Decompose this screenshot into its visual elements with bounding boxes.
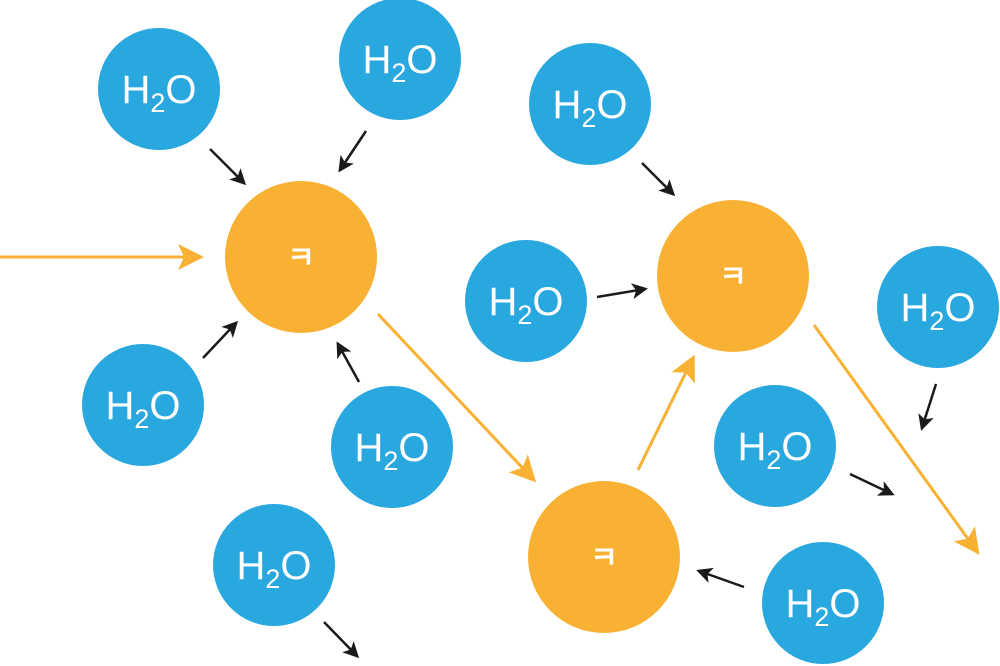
water-arrow: [696, 567, 745, 589]
ion: ㅋ: [528, 481, 680, 633]
water-molecule: H2O: [877, 246, 999, 368]
water-arrow: [338, 130, 368, 173]
water-arrow: [336, 341, 361, 383]
ion-path-arrow-2-to-3: [636, 354, 695, 471]
water-molecule: H2O: [529, 43, 651, 165]
water-motion-arrows: [202, 130, 938, 659]
ion-symbol: ㅋ: [287, 242, 315, 275]
water-formula: H2O: [552, 83, 627, 133]
water-molecule: H2O: [762, 542, 884, 664]
ion-circle: [657, 200, 809, 352]
water-circle: [82, 344, 204, 466]
ion-symbol: ㅋ: [719, 261, 747, 294]
water-circle: [465, 240, 587, 362]
ion-path-arrows: [0, 244, 980, 555]
ion-symbol: ㅋ: [590, 542, 618, 575]
water-arrow: [918, 383, 938, 431]
water-molecule: H2O: [82, 344, 204, 466]
water-molecule: H2O: [714, 385, 836, 507]
water-molecule: H2O: [465, 240, 587, 362]
ions: ㅋ ㅋ ㅋ: [225, 181, 809, 633]
water-arrow: [209, 148, 247, 186]
ion: ㅋ: [225, 181, 377, 333]
water-molecule: H2O: [98, 28, 220, 150]
water-molecule: H2O: [339, 0, 461, 120]
water-arrow: [596, 283, 648, 300]
water-circle: [213, 504, 335, 626]
water-circle: [331, 386, 453, 508]
water-formula: H2O: [737, 425, 812, 475]
water-formula: H2O: [121, 68, 196, 118]
water-circle: [529, 43, 651, 165]
water-formula: H2O: [488, 280, 563, 330]
water-formula: H2O: [362, 38, 437, 88]
water-circle: [339, 0, 461, 120]
water-formula: H2O: [785, 582, 860, 632]
water-arrow: [641, 162, 676, 197]
water-formula: H2O: [900, 286, 975, 336]
ion-circle: [225, 181, 377, 333]
ion-path-arrow-outgoing: [812, 324, 980, 555]
water-circle: [762, 542, 884, 664]
water-formula: H2O: [236, 544, 311, 594]
ion-path-arrow-1-to-2: [376, 312, 537, 483]
water-formula: H2O: [354, 426, 429, 476]
water-arrow: [202, 320, 239, 359]
water-circle: [98, 28, 220, 150]
ion-circle: [528, 481, 680, 633]
water-arrow: [323, 621, 360, 659]
water-circle: [877, 246, 999, 368]
water-molecules: H2O H2O H2O H2O H2O H2O H2O H2O: [82, 0, 999, 664]
water-molecule: H2O: [213, 504, 335, 626]
water-molecule: H2O: [331, 386, 453, 508]
water-formula: H2O: [105, 384, 180, 434]
water-circle: [714, 385, 836, 507]
ion: ㅋ: [657, 200, 809, 352]
water-arrow: [849, 472, 895, 496]
